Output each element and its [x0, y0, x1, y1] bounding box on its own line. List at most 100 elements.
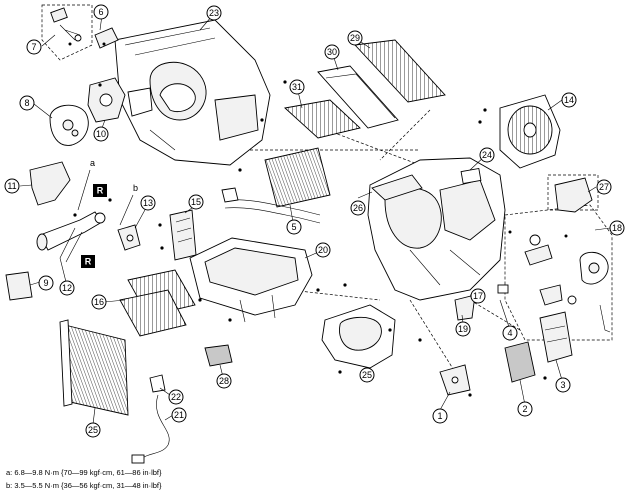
- part-small-brackets: [439, 284, 509, 396]
- part-foam-block: [204, 344, 233, 367]
- callout-24: 24: [479, 147, 495, 163]
- callout-15: 15: [188, 194, 204, 210]
- svg-text:3: 3: [560, 380, 565, 390]
- svg-text:29: 29: [350, 33, 360, 43]
- svg-text:8: 8: [24, 98, 29, 108]
- part-pipe-block: [117, 224, 141, 251]
- svg-text:4: 4: [507, 328, 512, 338]
- group-outline-18: [504, 204, 613, 341]
- callout-4: 4: [502, 325, 518, 341]
- callout-7: 7: [26, 39, 42, 55]
- svg-text:R: R: [85, 257, 92, 267]
- part-mode-actuator: [87, 77, 153, 123]
- callout-1: 1: [432, 408, 448, 424]
- svg-text:1: 1: [437, 411, 442, 421]
- callout-18: 18: [609, 220, 625, 236]
- callout-12: 12: [59, 280, 75, 296]
- svg-text:25: 25: [88, 425, 98, 435]
- callout-16: 16: [91, 294, 107, 310]
- callout-6: 6: [93, 4, 109, 20]
- group-outline-7: [41, 4, 93, 61]
- svg-text:30: 30: [327, 47, 337, 57]
- callout-14: 14: [561, 92, 577, 108]
- callout-27: 27: [596, 179, 612, 195]
- svg-text:5: 5: [291, 222, 296, 232]
- callout-13: 13: [140, 195, 156, 211]
- part-blower-motor: [499, 94, 561, 169]
- svg-text:6: 6: [98, 7, 103, 17]
- svg-text:7: 7: [31, 42, 36, 52]
- svg-text:31: 31: [292, 82, 302, 92]
- part-cover: [554, 177, 593, 213]
- torque-marker-b: b: [119, 183, 138, 226]
- part-filter-pair: [119, 269, 196, 337]
- callout-22: 22: [168, 389, 184, 405]
- part-air-filter: [284, 99, 361, 139]
- callout-8: 8: [19, 95, 35, 111]
- svg-text:14: 14: [564, 95, 574, 105]
- svg-text:12: 12: [62, 283, 72, 293]
- guide-lines-lower: [289, 289, 521, 381]
- callout-29: 29: [347, 30, 363, 46]
- svg-text:27: 27: [599, 182, 609, 192]
- fasteners: [73, 80, 547, 397]
- part-blower-case: [367, 157, 506, 301]
- part-evaporator: [221, 147, 331, 224]
- callout-31: 31: [289, 79, 305, 95]
- part-sensor-harness: [131, 374, 170, 464]
- part-blend-actuator: [539, 311, 573, 363]
- callout-20: 20: [315, 242, 331, 258]
- svg-text:15: 15: [191, 197, 201, 207]
- svg-text:a: a: [90, 158, 95, 168]
- svg-text:R: R: [97, 186, 104, 196]
- part-heater-core: [59, 319, 129, 416]
- part-filter-case: [317, 65, 399, 129]
- svg-text:16: 16: [94, 297, 104, 307]
- part-damper-gear: [49, 104, 89, 146]
- part-expansion-valve: [169, 209, 197, 261]
- svg-text:22: 22: [171, 392, 181, 402]
- part-linkage: [508, 230, 611, 333]
- part-upper-case: [114, 19, 271, 166]
- callout-19: 19: [455, 321, 471, 337]
- part-link-assembly: [50, 7, 119, 49]
- svg-text:9: 9: [43, 278, 48, 288]
- svg-text:2: 2: [522, 404, 527, 414]
- callout-3: 3: [555, 377, 571, 393]
- svg-text:23: 23: [209, 8, 219, 18]
- svg-text:b: b: [133, 183, 138, 193]
- part-pad: [5, 271, 33, 301]
- r-marker-lower: R: [81, 255, 95, 268]
- svg-text:13: 13: [143, 198, 153, 208]
- callout-28: 28: [216, 373, 232, 389]
- svg-text:24: 24: [482, 150, 492, 160]
- callout-30: 30: [324, 44, 340, 60]
- callout-21: 21: [171, 407, 187, 423]
- svg-text:28: 28: [219, 376, 229, 386]
- svg-text:26: 26: [353, 203, 363, 213]
- svg-text:21: 21: [174, 410, 184, 420]
- part-pipe-assembly: [36, 211, 106, 263]
- torque-note-a: a: 6.8—9.8 N·m {70—99 kgf·cm, 61—86 in·l…: [6, 468, 162, 477]
- callout-23: 23: [206, 5, 222, 21]
- part-seal-block: [504, 341, 536, 383]
- svg-text:10: 10: [96, 129, 106, 139]
- callout-25-heater: 25: [85, 422, 101, 438]
- r-marker-upper: R: [93, 184, 107, 197]
- part-lower-case: [189, 237, 313, 323]
- callout-26: 26: [350, 200, 366, 216]
- svg-text:17: 17: [473, 291, 483, 301]
- callout-2: 2: [517, 401, 533, 417]
- callout-9: 9: [38, 275, 54, 291]
- svg-text:19: 19: [458, 324, 468, 334]
- callout-25-duct: 25: [359, 367, 375, 383]
- part-filter-cover: [354, 39, 446, 103]
- callout-11: 11: [4, 178, 20, 194]
- torque-marker-a: a: [77, 158, 95, 211]
- callout-17: 17: [470, 288, 486, 304]
- callout-10: 10: [93, 126, 109, 142]
- torque-note-b: b: 3.5—5.5 N·m {36—56 kgf·cm, 31—48 in·l…: [6, 481, 162, 490]
- group-outline-27: [547, 174, 599, 211]
- svg-text:20: 20: [318, 245, 328, 255]
